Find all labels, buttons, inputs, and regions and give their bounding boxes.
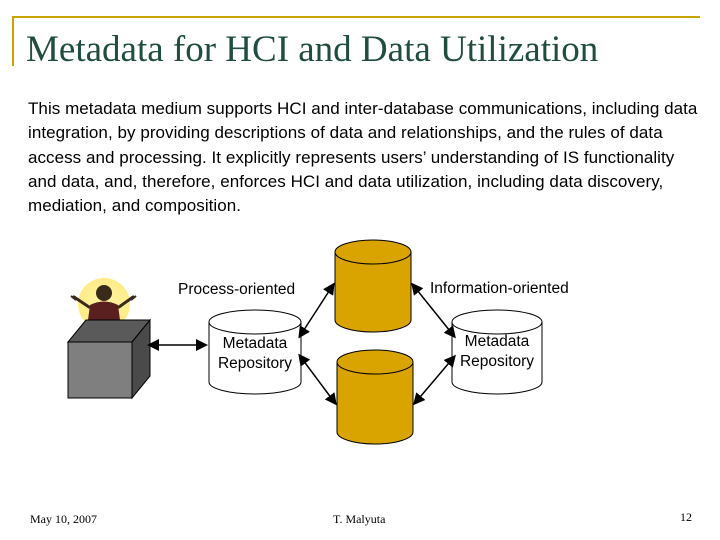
information-oriented-label: Information-oriented	[430, 280, 569, 297]
right-repo-line2: Repository	[459, 353, 535, 370]
arrow-left-repo-to-bottom-db	[298, 353, 337, 406]
database-cylinder-bottom	[336, 349, 414, 445]
left-repo-line2: Repository	[217, 355, 293, 372]
right-repo-line1: Metadata	[464, 333, 530, 350]
database-cylinder-top	[334, 239, 412, 333]
arrow-top-db-to-right-repo	[411, 282, 456, 339]
right-repository-label: Metadata Repository	[445, 332, 549, 372]
slide-body-text: This metadata medium supports HCI and in…	[28, 99, 698, 216]
right-metadata-repository	[451, 309, 543, 395]
left-repo-line1: Metadata	[222, 335, 288, 352]
slide-title: Metadata for HCI and Data Utilization	[26, 29, 599, 70]
footer-date: May 10, 2007	[30, 512, 97, 526]
arrow-left-repo-to-top-db	[298, 282, 335, 339]
left-repository-label: Metadata Repository	[203, 334, 307, 374]
footer-page-number: 12	[680, 510, 692, 524]
process-oriented-label: Process-oriented	[178, 281, 296, 298]
person-at-desk-icon	[66, 278, 152, 400]
arrow-bottom-db-to-right-repo	[413, 354, 456, 406]
slide-frame-top	[12, 16, 700, 18]
left-metadata-repository	[208, 309, 302, 395]
slide-frame-left	[12, 16, 14, 66]
footer-author: T. Malyuta	[333, 512, 386, 526]
